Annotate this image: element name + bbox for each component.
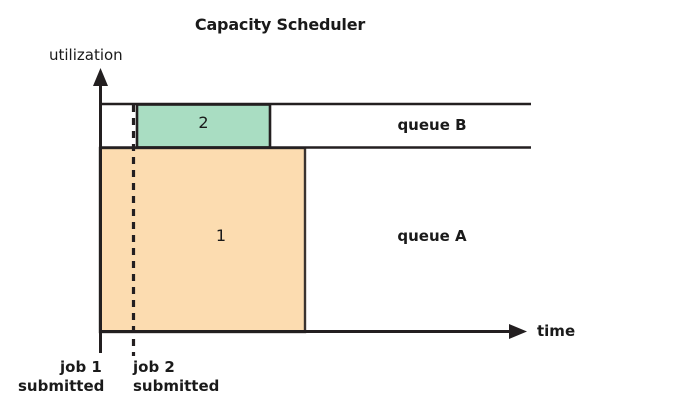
job2-label-line2: submitted [133,377,220,395]
arrow-right-icon [509,324,527,339]
job2-label-line1: job 2 [133,358,175,376]
job1-label-line1: job 1 [60,358,102,376]
x-axis-label: time [537,322,576,340]
job2-submitted-label: job 2 submitted [133,358,219,396]
y-axis-label: utilization [49,46,123,64]
job1-submitted-label: job 1 submitted [18,358,104,396]
arrow-up-icon [93,68,108,86]
job2-block-label: 2 [198,113,209,132]
job1-block-label: 1 [215,226,227,245]
queue-b-lane-label: queue B [397,116,467,134]
queue-a-lane-label: queue A [397,227,467,245]
page-title: Capacity Scheduler [194,15,366,34]
job1-label-line2: submitted [18,377,105,395]
